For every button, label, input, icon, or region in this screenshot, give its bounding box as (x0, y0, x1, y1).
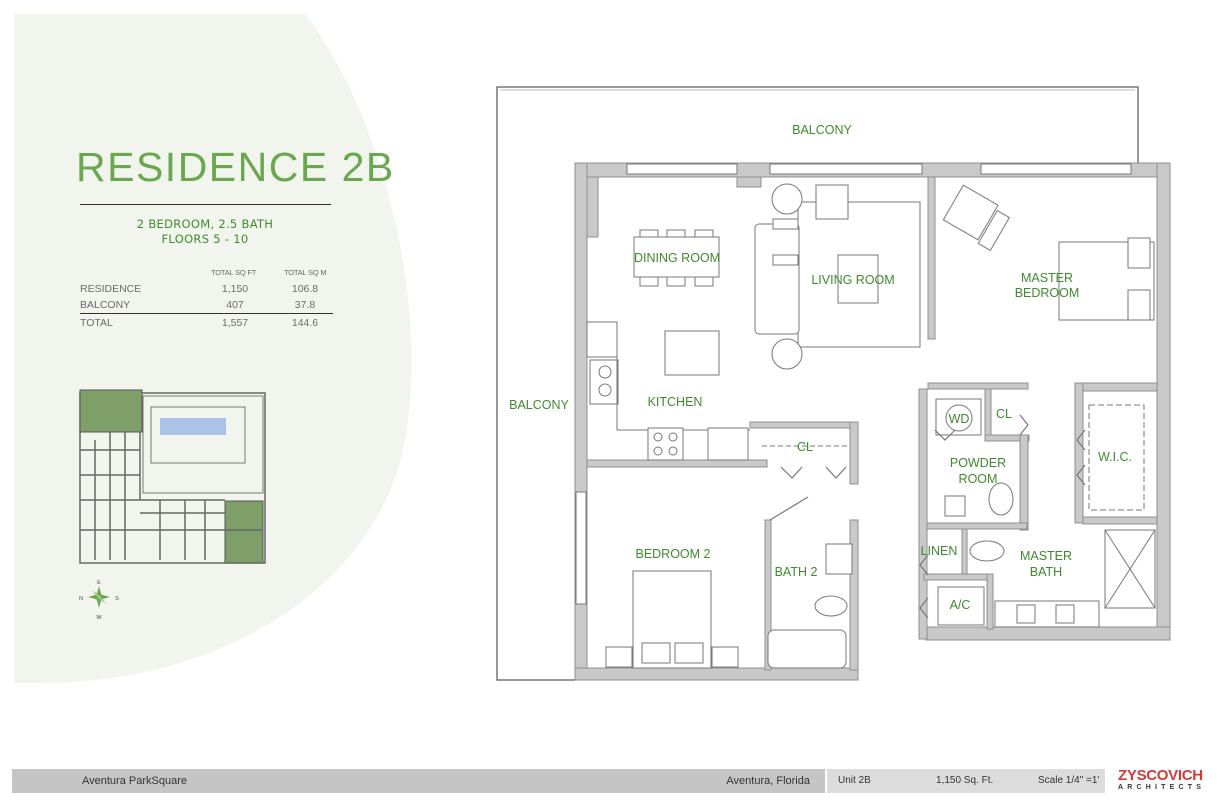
divider (80, 313, 333, 314)
row-label: BALCONY (80, 299, 131, 311)
unit-highlight (79, 389, 143, 433)
footer-project: Aventura ParkSquare (82, 775, 187, 787)
room-label: BATH 2 (775, 565, 818, 579)
svg-text:W: W (96, 615, 102, 621)
footer-unit: Unit 2B (838, 775, 871, 786)
compass-rose: E N S W (79, 580, 119, 621)
unit-highlight (224, 500, 264, 564)
site-key-plan (79, 389, 266, 564)
room-label: POWDER (950, 456, 1006, 470)
footer-scale: Scale 1/4" =1' (1038, 775, 1100, 786)
room-labels: BALCONY BALCONY DINING ROOM LIVING ROOM … (509, 123, 1132, 612)
row-sqm: 106.8 (291, 283, 319, 295)
balcony-outline (496, 86, 1139, 681)
room-label: BEDROOM 2 (635, 547, 710, 561)
row-sqm: 37.8 (294, 299, 316, 311)
svg-text:S: S (115, 596, 119, 602)
room-label: DINING ROOM (634, 251, 720, 265)
room-label: BALCONY (792, 123, 852, 137)
unit-summary: 2 BEDROOM, 2.5 BATH (136, 217, 274, 231)
room-label: W.I.C. (1098, 450, 1132, 464)
architect-logo: ZYSCOVICH ARCHITECTS (1118, 767, 1206, 792)
row-sqft: 1,150 (221, 283, 249, 295)
footer-bar-right (827, 769, 1105, 793)
header-sqft: TOTAL SQ FT (211, 268, 257, 277)
room-label: A/C (950, 598, 971, 612)
room-label: KITCHEN (648, 395, 703, 409)
room-label: BALCONY (509, 398, 569, 412)
floor-plan: BALCONY BALCONY DINING ROOM LIVING ROOM … (496, 86, 1171, 681)
row-sqft: 407 (226, 299, 244, 311)
total-sqft: 1,557 (221, 317, 249, 329)
room-label: BATH (1030, 565, 1062, 579)
svg-text:N: N (79, 596, 83, 602)
floors: FLOORS 5 - 10 (161, 232, 249, 246)
footer-bar (12, 769, 825, 793)
room-label: LIVING ROOM (811, 273, 894, 287)
row-label: RESIDENCE (80, 283, 142, 295)
total-sqm: 144.6 (291, 317, 319, 329)
room-label: LINEN (921, 544, 958, 558)
room-label: BEDROOM (1015, 286, 1080, 300)
svg-text:E: E (97, 580, 101, 586)
page-title: RESIDENCE 2B (76, 144, 395, 190)
footer-area: 1,150 Sq. Ft. (936, 775, 994, 786)
total-label: TOTAL (80, 317, 113, 329)
room-label: MASTER (1020, 549, 1072, 563)
room-label: CL (797, 440, 813, 454)
footer-location: Aventura, Florida (726, 775, 810, 787)
info-panel-background (14, 14, 412, 683)
divider (80, 204, 331, 205)
room-label: CL (996, 407, 1012, 421)
pool (160, 418, 226, 435)
room-label: ROOM (959, 472, 998, 486)
header-sqm: TOTAL SQ M (284, 268, 327, 277)
room-label: MASTER (1021, 271, 1073, 285)
room-label: WD (949, 412, 970, 426)
